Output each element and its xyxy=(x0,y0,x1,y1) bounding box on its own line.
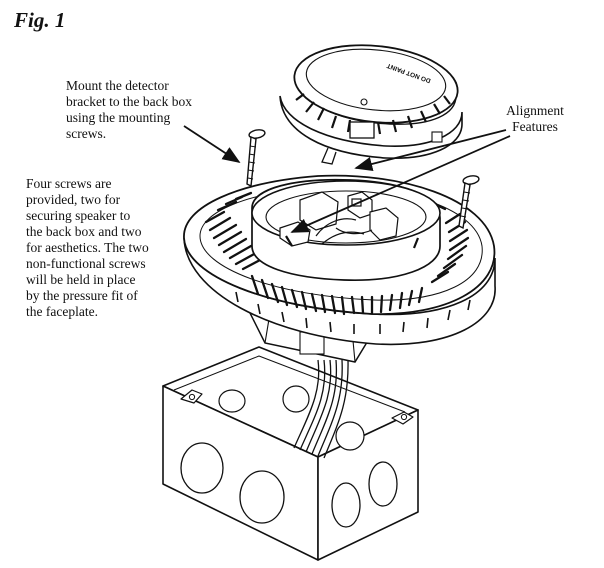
callout-line: bracket to the back box xyxy=(66,94,192,109)
screw-icon xyxy=(458,175,480,230)
callout-line: Alignment xyxy=(506,103,564,118)
callout-line: Features xyxy=(512,119,558,134)
callout-line: by the pressure fit of xyxy=(26,288,138,303)
mount-bracket-callout: Mount the detector bracket to the back b… xyxy=(66,78,192,142)
callout-line: screws. xyxy=(66,126,107,141)
callout-line: will be held in place xyxy=(26,272,136,287)
alignment-features-callout: Alignment Features xyxy=(496,103,574,135)
four-screws-callout: Four screws are provided, two for securi… xyxy=(26,176,149,320)
callout-line: for aesthetics. The two xyxy=(26,240,149,255)
callout-line: Four screws are xyxy=(26,176,112,191)
electrical-back-box xyxy=(162,346,419,561)
callout-arrows xyxy=(183,125,511,233)
callout-line: provided, two for xyxy=(26,192,121,207)
callout-line: securing speaker to xyxy=(26,208,131,223)
callout-line: using the mounting xyxy=(66,110,171,125)
callout-line: Mount the detector xyxy=(66,78,169,93)
speaker-faceplate xyxy=(183,174,496,346)
figure-title: Fig. 1 xyxy=(14,8,66,32)
callout-line: non-functional screws xyxy=(26,256,146,271)
callout-line: the back box and two xyxy=(26,224,142,239)
callout-line: the faceplate. xyxy=(26,304,98,319)
smoke-detector-head xyxy=(279,44,463,165)
screw-icon xyxy=(246,129,266,188)
speaker-wire-bundle xyxy=(293,359,349,459)
